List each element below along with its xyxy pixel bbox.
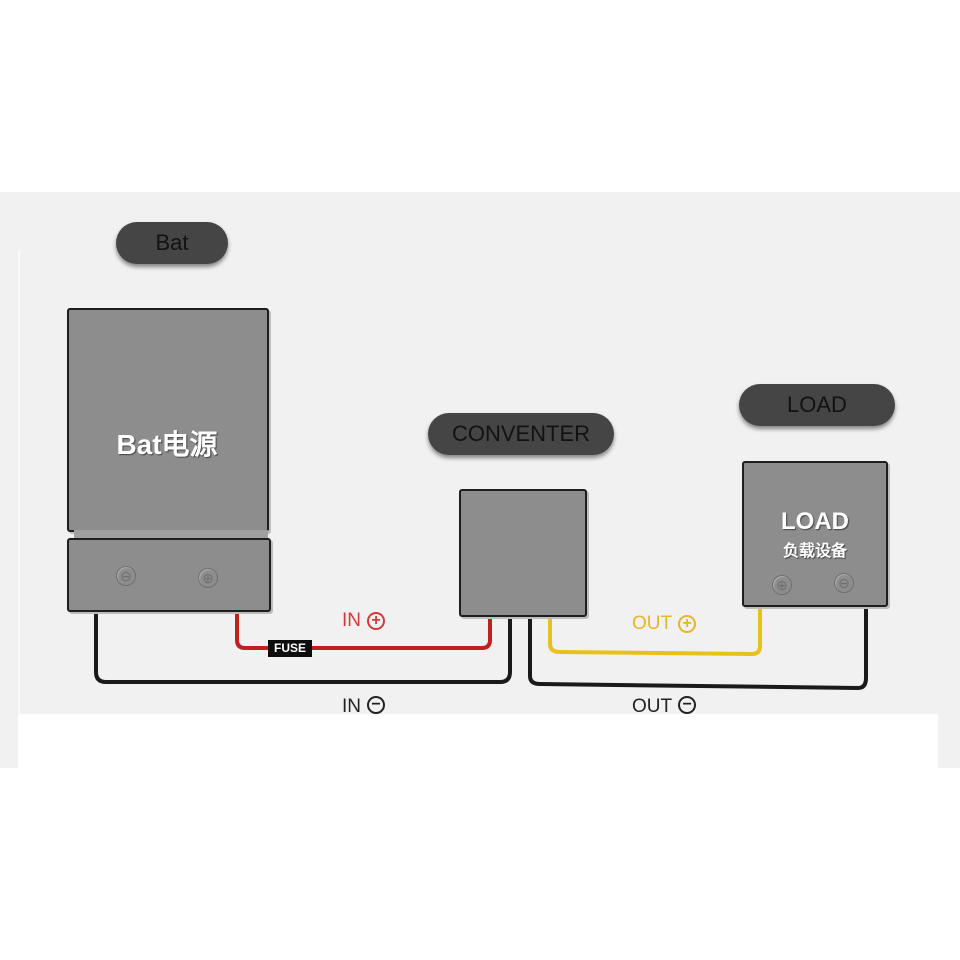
battery-title: Bat: [155, 230, 189, 255]
converter-body: [459, 489, 587, 617]
wire-in-negative: [94, 585, 512, 684]
load-title-pill: LOAD: [739, 384, 895, 426]
load-body: [742, 461, 888, 607]
in-positive-text: IN: [342, 610, 361, 631]
out-positive-label: OUT +: [632, 613, 697, 635]
load-positive-symbol: ⊕: [772, 575, 792, 595]
out-positive-text: OUT: [632, 613, 673, 634]
minus-circle-icon: −: [367, 696, 385, 714]
plus-circle-icon: +: [678, 615, 697, 633]
in-negative-text: IN: [342, 696, 361, 714]
battery-positive-symbol: ⊕: [198, 568, 218, 588]
load-title: LOAD: [787, 392, 847, 417]
battery-body: [67, 308, 269, 532]
bottom-strip: [18, 714, 938, 768]
plus-circle-icon: +: [367, 612, 385, 630]
battery-base: [67, 538, 271, 612]
load-negative-symbol: ⊖: [834, 573, 854, 593]
in-negative-label: IN −: [342, 696, 385, 714]
wire-out-negative: [528, 590, 868, 691]
battery-negative-symbol: ⊖: [116, 566, 136, 586]
out-negative-text: OUT: [632, 696, 673, 714]
converter-title: CONVENTER: [451, 421, 591, 446]
in-positive-label: IN +: [342, 610, 385, 632]
fuse-label: FUSE: [268, 640, 312, 657]
converter-title-pill: CONVENTER: [428, 413, 614, 455]
out-negative-label: OUT −: [632, 696, 697, 714]
wire-in-positive: [235, 585, 492, 650]
load-label-zh: 负载设备: [782, 543, 847, 560]
panel-edge: [18, 250, 20, 768]
minus-circle-icon: −: [678, 696, 697, 714]
battery-label: Bat电源: [116, 429, 218, 460]
load-label-en: LOAD: [781, 508, 849, 535]
battery-title-pill: Bat: [116, 222, 228, 264]
wire-out-positive: [548, 592, 762, 657]
